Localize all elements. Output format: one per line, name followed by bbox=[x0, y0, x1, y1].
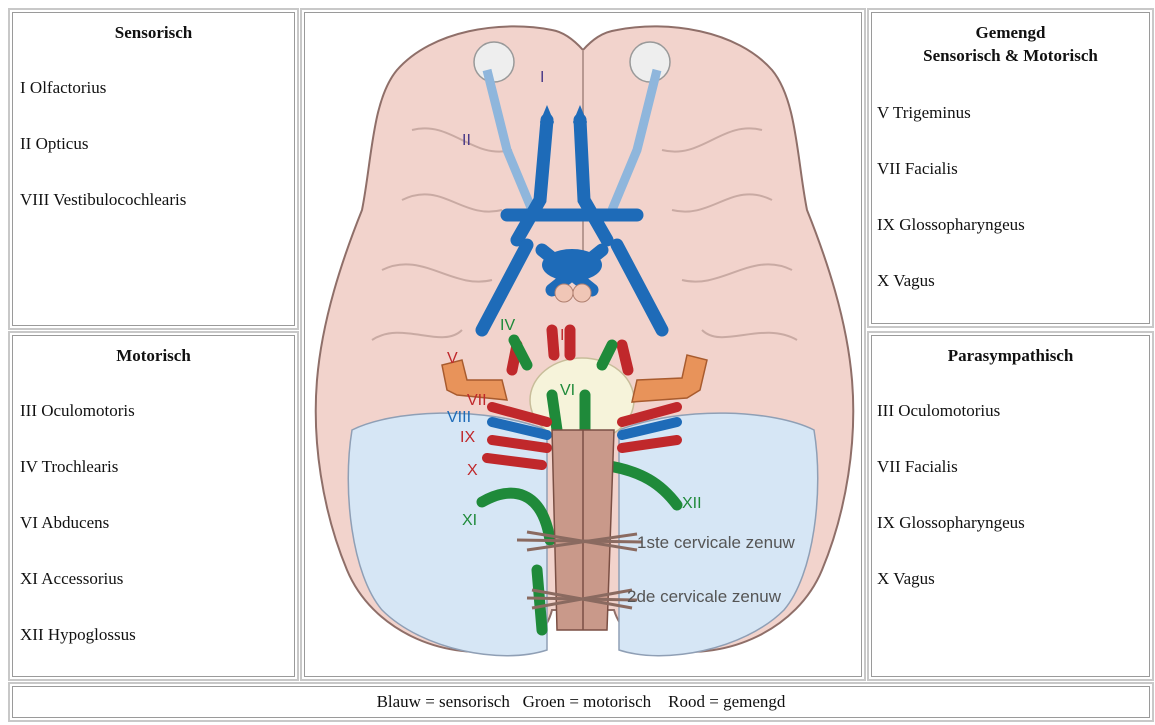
mixed-title-line1: Gemengd bbox=[869, 22, 1152, 43]
label-cervical-1: 1ste cervicale zenuw bbox=[637, 533, 796, 552]
parasympathetic-item: VII Facialis bbox=[877, 457, 958, 477]
mixed-panel: Gemengd Sensorisch & Motorisch V Trigemi… bbox=[867, 8, 1154, 328]
brain-diagram-panel: I II III IV V VI VII VIII IX X XI XII 1s… bbox=[300, 8, 866, 681]
label-IX: IX bbox=[460, 429, 475, 446]
parasympathetic-item: X Vagus bbox=[877, 569, 935, 589]
sensory-panel: Sensorisch I Olfactorius II Opticus VIII… bbox=[8, 8, 299, 330]
label-VII: VII bbox=[467, 392, 487, 409]
legend-panel: Blauw = sensorisch Groen = motorisch Roo… bbox=[8, 682, 1154, 722]
label-I: I bbox=[540, 69, 544, 86]
cerebellum bbox=[348, 413, 547, 656]
sensory-item: VIII Vestibulocochlearis bbox=[20, 190, 186, 210]
motor-item: XII Hypoglossus bbox=[20, 625, 136, 645]
label-IV: IV bbox=[500, 317, 515, 334]
label-VIII: VIII bbox=[447, 409, 471, 426]
label-XII: XII bbox=[682, 495, 702, 512]
brain-diagram: I II III IV V VI VII VIII IX X XI XII 1s… bbox=[302, 10, 864, 679]
label-V: V bbox=[447, 350, 458, 367]
parasympathetic-title: Parasympathisch bbox=[869, 345, 1152, 366]
label-X: X bbox=[467, 462, 478, 479]
parasympathetic-item: III Oculomotorius bbox=[877, 401, 1000, 421]
mixed-item: VII Facialis bbox=[877, 159, 958, 179]
label-cervical-2: 2de cervicale zenuw bbox=[627, 587, 782, 606]
sensory-item: I Olfactorius bbox=[20, 78, 106, 98]
motor-item: IV Trochlearis bbox=[20, 457, 118, 477]
motor-item: III Oculomotoris bbox=[20, 401, 135, 421]
motor-panel: Motorisch III Oculomotoris IV Trochleari… bbox=[8, 331, 299, 681]
parasympathetic-panel: Parasympathisch III Oculomotorius VII Fa… bbox=[867, 331, 1154, 681]
sensory-title: Sensorisch bbox=[10, 22, 297, 43]
label-III: III bbox=[560, 327, 573, 344]
label-VI: VI bbox=[560, 382, 575, 399]
motor-title: Motorisch bbox=[10, 345, 297, 366]
parasympathetic-item: IX Glossopharyngeus bbox=[877, 513, 1025, 533]
motor-item: VI Abducens bbox=[20, 513, 109, 533]
motor-item: XI Accessorius bbox=[20, 569, 123, 589]
sensory-item: II Opticus bbox=[20, 134, 88, 154]
mixed-title-line2: Sensorisch & Motorisch bbox=[869, 45, 1152, 66]
label-II: II bbox=[462, 132, 471, 149]
mixed-item: IX Glossopharyngeus bbox=[877, 215, 1025, 235]
legend-text: Blauw = sensorisch Groen = motorisch Roo… bbox=[10, 684, 1152, 720]
label-XI: XI bbox=[462, 512, 477, 529]
mixed-item: V Trigeminus bbox=[877, 103, 971, 123]
mixed-item: X Vagus bbox=[877, 271, 935, 291]
